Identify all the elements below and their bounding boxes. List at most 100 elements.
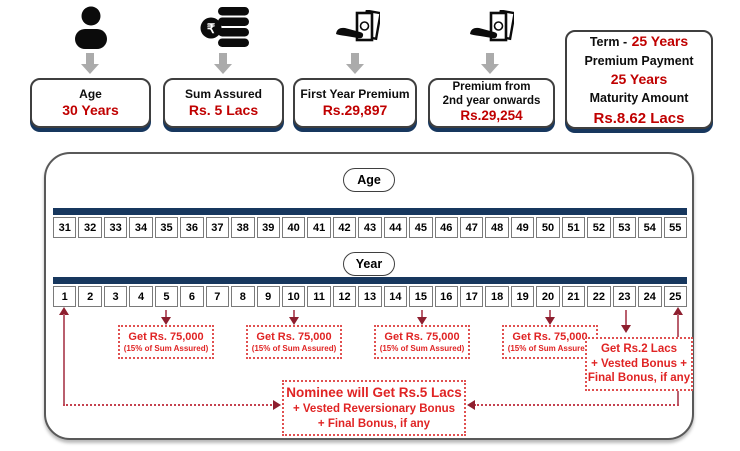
right-arrowhead-nominee — [273, 400, 281, 410]
benefit-box-year20: Get Rs. 75,000 (15% of Sum Assured) — [502, 325, 598, 359]
benefit-amount: Get Rs. 75,000 — [128, 330, 204, 343]
year-cell: 10 — [281, 286, 306, 307]
age-cell: 41 — [307, 217, 331, 238]
year-cell: 13 — [358, 286, 382, 307]
year-pill: Year — [343, 252, 395, 276]
term-maturity-box: Term - 25 Years Premium Payment 25 Years… — [565, 30, 713, 129]
age-pill: Age — [343, 168, 395, 192]
age-timeline-bar — [53, 208, 687, 215]
premium-payment-label: Premium Payment — [584, 53, 694, 68]
age-cell: 38 — [231, 217, 255, 238]
age-cell: 37 — [205, 217, 230, 238]
age-cell: 47 — [460, 217, 484, 238]
benefit-box-year10: Get Rs. 75,000 (15% of Sum Assured) — [246, 325, 342, 359]
year5-tick-line — [165, 310, 167, 318]
age-cell: 34 — [129, 217, 153, 238]
age-cell: 33 — [103, 217, 128, 238]
year-cell: 7 — [205, 286, 230, 307]
age-cell: 44 — [383, 217, 408, 238]
nominee-line3: + Final Bonus, if any — [317, 417, 431, 430]
year-cell: 19 — [510, 286, 535, 307]
nominee-benefit-box: Nominee will Get Rs.5 Lacs + Vested Reve… — [282, 380, 466, 436]
year23-connector-line — [625, 310, 627, 326]
renewal-premium-label: Premium from — [452, 81, 531, 94]
age-value: 30 Years — [62, 101, 119, 118]
age-pill-label: Age — [357, 173, 381, 187]
age-cell: 45 — [409, 217, 433, 238]
maturity-amount-value: Rs.8.62 Lacs — [593, 109, 685, 127]
term-line: Term - 25 Years — [590, 31, 688, 53]
left-arrowhead-nominee — [467, 400, 475, 410]
year-cell: 4 — [129, 286, 153, 307]
year1-connector-line — [63, 314, 65, 406]
year-cell: 20 — [536, 286, 560, 307]
age-cell: 31 — [53, 217, 77, 238]
maturity-line3: Final Bonus, if any — [587, 372, 691, 385]
first-year-premium-box: First Year Premium Rs.29,897 — [293, 78, 417, 128]
age-cell: 35 — [154, 217, 179, 238]
cash-in-hand-icon — [468, 9, 517, 53]
benefit-note: (15% of Sum Assured) — [379, 343, 465, 353]
year-cell: 21 — [561, 286, 586, 307]
age-cell: 40 — [281, 217, 306, 238]
benefit-amount: Get Rs. 75,000 — [384, 330, 460, 343]
nominee-line1: Nominee will Get Rs.5 Lacs — [286, 385, 462, 401]
year-cell: 8 — [231, 286, 255, 307]
age-cell: 36 — [180, 217, 204, 238]
age-box: Age 30 Years — [30, 78, 151, 128]
benefit-note: (15% of Sum Assured) — [251, 343, 337, 353]
person-icon — [72, 6, 110, 54]
premium-payment-value: 25 Years — [610, 71, 668, 88]
age-cell: 53 — [612, 217, 637, 238]
renewal-premium-label2: 2nd year onwards — [442, 94, 541, 107]
down-arrowhead-year20 — [545, 317, 555, 325]
age-cell: 52 — [587, 217, 611, 238]
year-cell: 22 — [587, 286, 611, 307]
age-cell: 50 — [536, 217, 560, 238]
year-cell: 11 — [307, 286, 331, 307]
renewal-premium-value: Rs.29,254 — [460, 107, 523, 123]
year20-tick-line — [549, 310, 551, 318]
year-cell: 1 — [53, 286, 77, 307]
down-arrowhead-year23 — [621, 325, 631, 333]
year-cell: 15 — [409, 286, 433, 307]
nominee-right-connector-line — [474, 404, 679, 406]
year-cell: 18 — [485, 286, 509, 307]
renewal-premium-box: Premium from 2nd year onwards Rs.29,254 — [428, 78, 555, 128]
up-arrowhead-year1 — [59, 307, 69, 315]
age-cell: 48 — [485, 217, 509, 238]
benefit-amount: Get Rs. 75,000 — [512, 330, 588, 343]
year-cell: 25 — [663, 286, 687, 307]
year25-connector-line-top — [677, 314, 679, 338]
rupee-coins-icon: ₹ — [200, 7, 250, 54]
year-cell: 24 — [638, 286, 662, 307]
down-arrow-icon — [214, 53, 232, 74]
year-cell: 9 — [256, 286, 280, 307]
nominee-left-connector-line — [63, 404, 275, 406]
year-cell: 5 — [154, 286, 179, 307]
term-value: 25 Years — [631, 32, 689, 49]
year25-connector-line-bottom — [677, 391, 679, 405]
sum-assured-value: Rs. 5 Lacs — [188, 101, 259, 118]
year10-tick-line — [293, 310, 295, 318]
maturity-line2: + Vested Bonus + — [591, 357, 687, 370]
down-arrowhead-year15 — [417, 317, 427, 325]
year-cell: 16 — [434, 286, 458, 307]
term-label: Term - — [589, 34, 628, 49]
cash-in-hand-icon — [334, 9, 383, 53]
first-year-premium-label: First Year Premium — [300, 86, 410, 101]
maturity-line1: Get Rs.2 Lacs — [600, 342, 678, 355]
benefit-note: (15% of Sum Assured) — [507, 343, 593, 353]
year-cell: 14 — [383, 286, 408, 307]
svg-text:₹: ₹ — [207, 21, 216, 36]
year-cell: 17 — [460, 286, 484, 307]
year15-tick-line — [421, 310, 423, 318]
age-cell: 51 — [561, 217, 586, 238]
year-pill-label: Year — [355, 257, 383, 271]
down-arrow-icon — [481, 53, 499, 74]
sum-assured-label: Sum Assured — [185, 86, 262, 101]
